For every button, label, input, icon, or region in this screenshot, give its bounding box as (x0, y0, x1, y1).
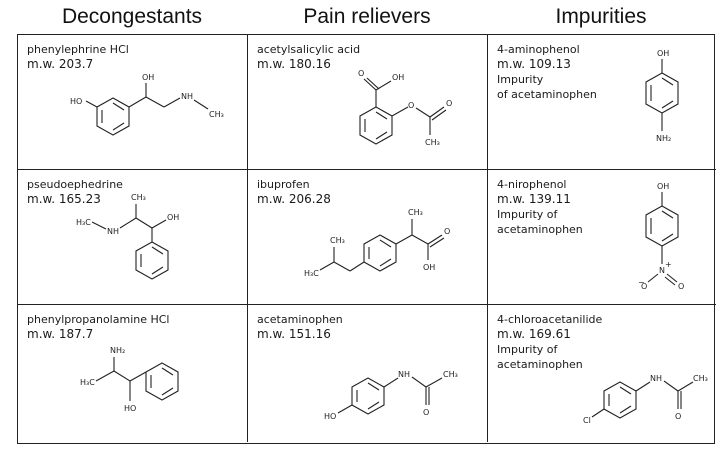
compound-label: acetaminophen m.w. 151.16 (257, 312, 343, 342)
svg-text:H₃C: H₃C (76, 218, 91, 227)
molecular-weight: m.w. 139.11 (497, 192, 571, 206)
cell-acetaminophen: acetaminophen m.w. 151.16 HO NH O CH₃ (248, 305, 488, 442)
svg-text:CH₃: CH₃ (131, 193, 146, 202)
svg-text:OH: OH (392, 73, 404, 82)
svg-text:O: O (675, 412, 681, 421)
compound-label: 4-chloroacetanilide m.w. 169.61 Impurity… (497, 312, 602, 372)
compound-note: Impurity of (497, 343, 558, 356)
phenylephrine-structure: HO OH NH CH₃ (70, 73, 224, 136)
svg-text:Cl: Cl (583, 416, 591, 425)
pseudoephedrine-structure: H₃C NH CH₃ OH (76, 193, 179, 280)
compound-label: pseudoephedrine m.w. 165.23 (27, 177, 123, 207)
svg-text:CH₃: CH₃ (693, 374, 708, 383)
compound-label: phenylpropanolamine HCl m.w. 187.7 (27, 312, 170, 342)
compound-name: 4-aminophenol (497, 43, 580, 56)
svg-text:H₃C: H₃C (80, 378, 95, 387)
compound-name: phenylephrine HCl (27, 43, 129, 56)
cell-4-aminophenol: 4-aminophenol m.w. 109.13 Impurity of ac… (488, 35, 716, 170)
molecular-weight: m.w. 151.16 (257, 327, 331, 341)
phenylpropanolamine-structure: H₃C NH₂ HO (80, 346, 179, 413)
svg-text:N: N (659, 266, 665, 275)
compound-name: 4-chloroacetanilide (497, 313, 603, 326)
compound-name: acetylsalicylic acid (257, 43, 361, 56)
ibuprofen-structure: H₃C CH₃ CH₃ O OH (304, 208, 450, 278)
svg-text:NH₂: NH₂ (656, 134, 671, 143)
svg-text:CH₃: CH₃ (443, 370, 458, 379)
svg-text:NH: NH (107, 227, 119, 236)
svg-text:NH: NH (181, 92, 193, 101)
molecular-weight: m.w. 169.61 (497, 327, 571, 341)
compound-note: Impurity of (497, 208, 558, 221)
svg-text:H₃C: H₃C (304, 269, 319, 278)
compound-label: 4-nirophenol m.w. 139.11 Impurity of ace… (497, 177, 583, 237)
svg-text:OH: OH (657, 182, 669, 191)
svg-text:NH: NH (398, 370, 410, 379)
cell-4-nirophenol: 4-nirophenol m.w. 139.11 Impurity of ace… (488, 170, 716, 305)
svg-text:OH: OH (423, 263, 435, 272)
svg-text:O: O (678, 282, 684, 291)
svg-text:HO: HO (324, 412, 336, 421)
molecular-weight: m.w. 206.28 (257, 192, 331, 206)
cell-phenylephrine: phenylephrine HCl m.w. 203.7 HO OH NH CH… (18, 35, 248, 170)
svg-text:O: O (423, 408, 429, 417)
svg-text:O: O (358, 69, 364, 78)
4-aminophenol-structure: OH NH₂ (645, 49, 679, 143)
compound-note: Impurity (497, 73, 544, 86)
compound-table: phenylephrine HCl m.w. 203.7 HO OH NH CH… (17, 34, 716, 444)
svg-text:O: O (408, 101, 414, 110)
compound-name: acetaminophen (257, 313, 343, 326)
compound-label: acetylsalicylic acid m.w. 180.16 (257, 42, 360, 72)
cell-acetylsalicylic-acid: acetylsalicylic acid m.w. 180.16 O OH O … (248, 35, 488, 170)
svg-text:HO: HO (124, 404, 136, 413)
svg-text:O: O (444, 227, 450, 236)
svg-text:HO: HO (70, 97, 82, 106)
molecular-weight: m.w. 109.13 (497, 57, 571, 71)
svg-text:−: − (638, 278, 645, 287)
molecular-weight: m.w. 180.16 (257, 57, 331, 71)
svg-text:OH: OH (657, 49, 669, 58)
molecular-weight: m.w. 187.7 (27, 327, 94, 341)
cell-ibuprofen: ibuprofen m.w. 206.28 H₃C CH₃ CH₃ O OH (248, 170, 488, 305)
compound-note: acetaminophen (497, 223, 583, 236)
svg-text:NH: NH (650, 374, 662, 383)
molecular-weight: m.w. 165.23 (27, 192, 101, 206)
cell-4-chloroacetanilide: 4-chloroacetanilide m.w. 169.61 Impurity… (488, 305, 716, 442)
4-chloroacetanilide-structure: Cl NH O CH₃ (583, 374, 708, 425)
cell-phenylpropanolamine: phenylpropanolamine HCl m.w. 187.7 H₃C N… (18, 305, 248, 442)
compound-note: of acetaminophen (497, 88, 597, 101)
compound-name: 4-nirophenol (497, 178, 567, 191)
column-header-impurities: Impurities (555, 5, 647, 28)
svg-text:NH₂: NH₂ (110, 346, 125, 355)
compound-note: acetaminophen (497, 358, 583, 371)
svg-text:CH₃: CH₃ (209, 110, 224, 119)
svg-text:CH₃: CH₃ (330, 236, 345, 245)
svg-text:OH: OH (142, 73, 154, 82)
svg-text:O: O (641, 282, 647, 291)
molecular-weight: m.w. 203.7 (27, 57, 94, 71)
column-header-pain-relievers: Pain relievers (303, 5, 431, 28)
compound-label: 4-aminophenol m.w. 109.13 Impurity of ac… (497, 42, 597, 102)
compound-name: pseudoephedrine (27, 178, 123, 191)
cell-pseudoephedrine: pseudoephedrine m.w. 165.23 H₃C NH CH₃ O… (18, 170, 248, 305)
acetylsalicylic-acid-structure: O OH O O CH₃ (358, 69, 452, 147)
svg-text:CH₃: CH₃ (425, 138, 440, 147)
svg-text:+: + (665, 260, 672, 269)
compound-name: ibuprofen (257, 178, 310, 191)
acetaminophen-structure: HO NH O CH₃ (324, 370, 458, 421)
4-nirophenol-structure: OH N + O − O (638, 182, 684, 291)
compound-label: phenylephrine HCl m.w. 203.7 (27, 42, 129, 72)
compound-label: ibuprofen m.w. 206.28 (257, 177, 331, 207)
compound-name: phenylpropanolamine HCl (27, 313, 170, 326)
svg-text:CH₃: CH₃ (408, 208, 423, 217)
svg-text:O: O (446, 99, 452, 108)
column-header-decongestants: Decongestants (61, 5, 203, 28)
svg-text:OH: OH (167, 213, 179, 222)
